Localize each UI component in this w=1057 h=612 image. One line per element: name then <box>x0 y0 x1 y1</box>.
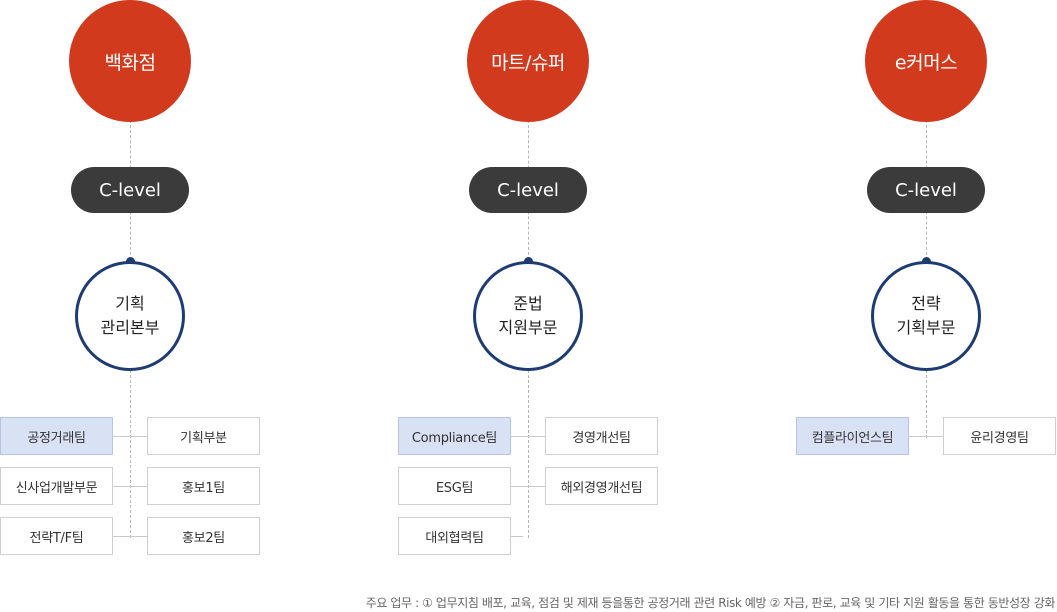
branch-line <box>113 436 147 437</box>
team-label: 해외경영개선팀 <box>560 480 643 496</box>
connector-line <box>528 360 529 538</box>
org-column-department-store: 백화점 C-level 기획 관리본부 공정거래팀 신사업개발부문 전략T/F팀… <box>0 0 280 612</box>
branch-line <box>511 486 545 487</box>
division-label-line2: 관리본부 <box>100 318 160 337</box>
top-circle-label: e커머스 <box>894 51 958 74</box>
team-label: 윤리경영팀 <box>970 430 1029 446</box>
c-level-label: C-level <box>99 179 161 201</box>
org-column-ecommerce: e커머스 C-level 전략 기획부문 컴플라이언스팀 윤리경영팀 <box>776 0 1057 612</box>
c-level-label: C-level <box>895 179 957 201</box>
division-label-line2: 지원부문 <box>498 318 558 337</box>
team-label: 경영개선팀 <box>572 430 631 446</box>
division-circle: 준법 지원부문 <box>473 261 583 371</box>
branch-line <box>113 536 147 537</box>
c-level-pill: C-level <box>71 167 189 213</box>
team-label: 신사업개발부문 <box>15 480 98 496</box>
connector-line <box>926 360 927 438</box>
c-level-pill: C-level <box>867 167 985 213</box>
team-box: 신사업개발부문 <box>0 467 113 505</box>
team-box: 대외협력팀 <box>398 517 511 555</box>
team-label: 전략T/F팀 <box>29 530 84 546</box>
team-box: 기획부분 <box>147 417 260 455</box>
team-label: ESG팀 <box>435 480 474 496</box>
division-label-line1: 준법 <box>513 294 543 313</box>
team-box-highlight: 공정거래팀 <box>0 417 113 455</box>
division-label-line1: 기획 <box>115 294 145 313</box>
team-label: 홍보2팀 <box>182 530 225 546</box>
footnote: 주요 업무 : ① 업무지침 배포, 교육, 점검 및 제재 등을통한 공정거래… <box>365 596 1056 610</box>
team-box: ESG팀 <box>398 467 511 505</box>
branch-line <box>511 536 523 537</box>
top-circle: 백화점 <box>69 0 191 122</box>
division-label-line2: 기획부문 <box>896 318 956 337</box>
org-column-mart-super: 마트/슈퍼 C-level 준법 지원부문 Compliance팀 ESG팀 대… <box>378 0 678 612</box>
team-box: 홍보1팀 <box>147 467 260 505</box>
branch-line <box>511 436 545 437</box>
top-circle-label: 백화점 <box>104 51 156 74</box>
top-circle-label: 마트/슈퍼 <box>491 51 565 74</box>
team-label: 컴플라이언스팀 <box>811 430 894 446</box>
team-box-highlight: Compliance팀 <box>398 417 511 455</box>
division-circle: 기획 관리본부 <box>75 261 185 371</box>
division-circle: 전략 기획부문 <box>871 261 981 371</box>
top-circle: e커머스 <box>865 0 987 122</box>
team-label: Compliance팀 <box>411 430 498 446</box>
branch-line <box>909 436 943 437</box>
team-box-highlight: 컴플라이언스팀 <box>796 417 909 455</box>
team-box: 전략T/F팀 <box>0 517 113 555</box>
team-label: 공정거래팀 <box>27 430 86 446</box>
team-box: 경영개선팀 <box>545 417 658 455</box>
team-label: 기획부분 <box>180 430 227 446</box>
division-label-line1: 전략 <box>911 294 941 313</box>
team-label: 대외협력팀 <box>425 530 484 546</box>
team-label: 홍보1팀 <box>182 480 225 496</box>
connector-line <box>130 360 131 538</box>
top-circle: 마트/슈퍼 <box>467 0 589 122</box>
team-box: 윤리경영팀 <box>943 417 1056 455</box>
team-box: 홍보2팀 <box>147 517 260 555</box>
c-level-pill: C-level <box>469 167 587 213</box>
c-level-label: C-level <box>497 179 559 201</box>
branch-line <box>113 486 147 487</box>
team-box: 해외경영개선팀 <box>545 467 658 505</box>
